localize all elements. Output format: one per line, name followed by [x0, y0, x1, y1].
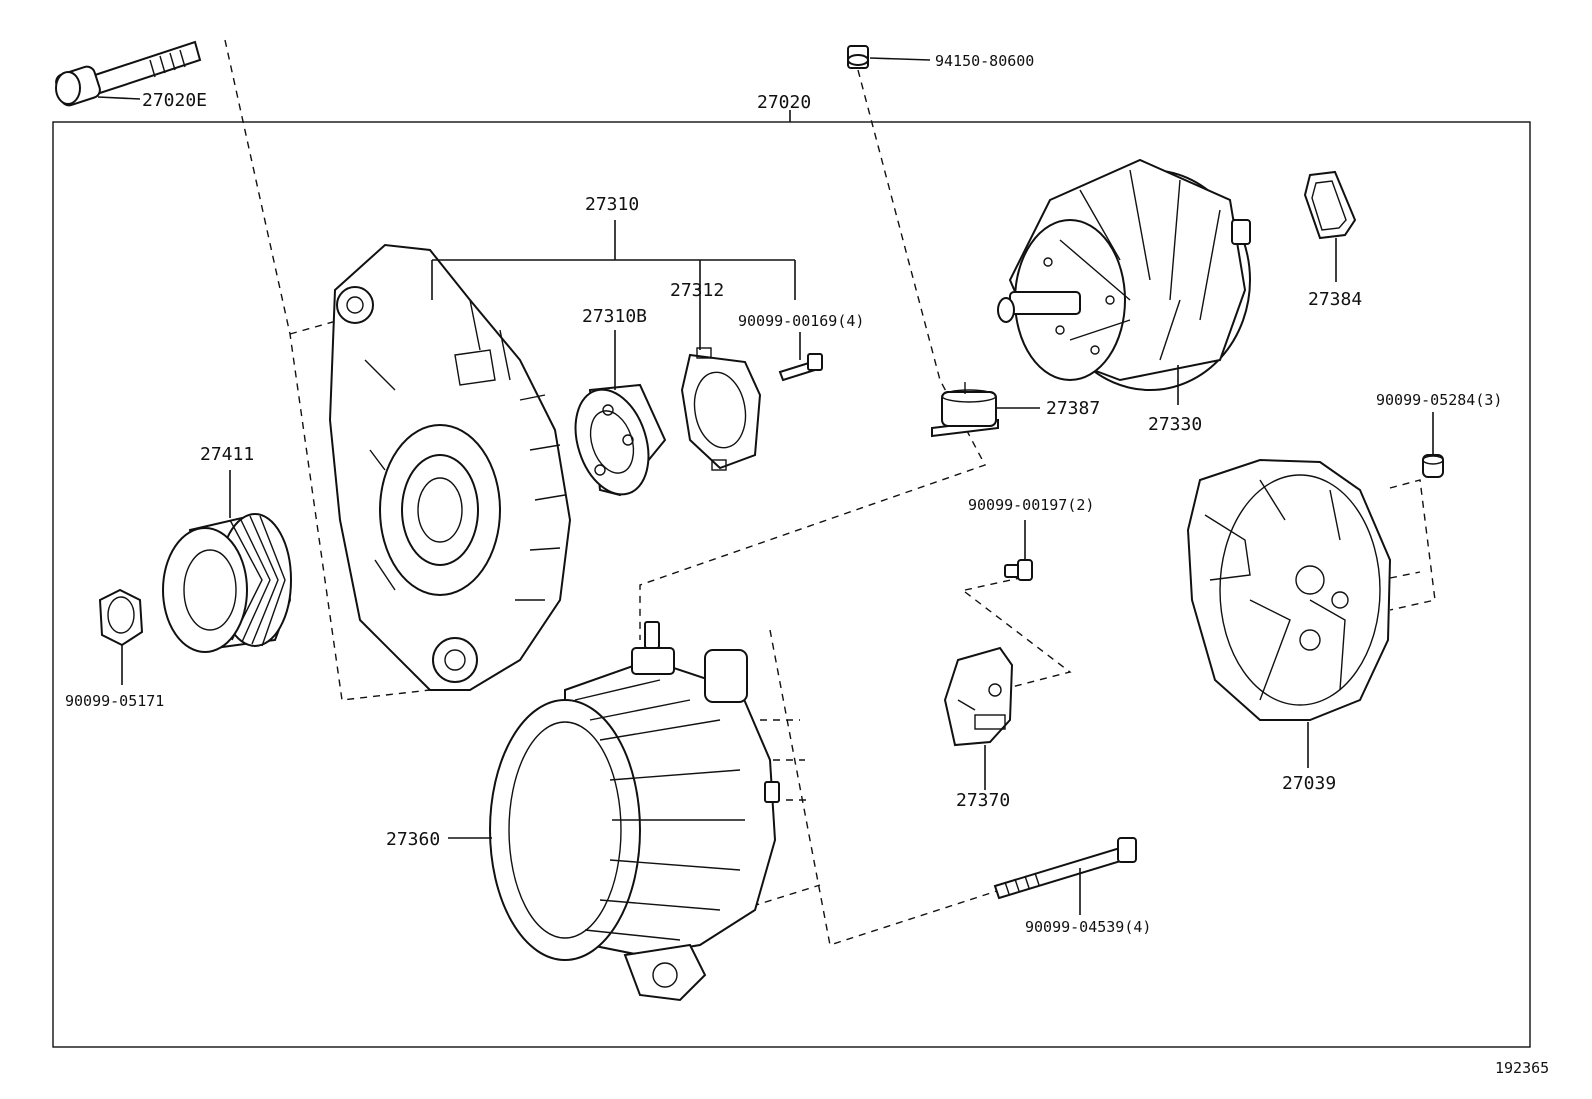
figure-number: 192365	[1495, 1059, 1549, 1077]
rear-cover-icon	[1186, 458, 1392, 721]
label-04539: 90099-04539(4)	[1025, 918, 1151, 936]
assembly-path-nut	[639, 69, 987, 640]
screw-00169-icon	[778, 353, 823, 382]
bearing-icon	[574, 383, 667, 497]
label-05171: 90099-05171	[65, 692, 164, 710]
leader-94150	[869, 57, 931, 61]
label-27312: 27312	[670, 280, 724, 301]
front-housing-icon	[328, 243, 572, 691]
assembly-path-stator	[739, 719, 821, 911]
screw-00197-icon	[1004, 559, 1033, 581]
rotor-icon	[997, 158, 1251, 391]
label-94150: 94150-80600	[935, 52, 1034, 70]
label-00169: 90099-00169(4)	[738, 312, 864, 330]
pulley-icon	[162, 513, 292, 653]
retainer-plate-icon	[680, 347, 762, 471]
leader-27020e	[97, 96, 141, 100]
label-27384: 27384	[1308, 289, 1362, 310]
assembly-path-through-bolt	[769, 629, 1001, 946]
pulley-nut-icon	[98, 588, 144, 647]
brush-holder-icon	[943, 646, 1014, 747]
label-27360: 27360	[386, 829, 440, 850]
assembly-path-bolt	[224, 39, 431, 701]
label-27387: 27387	[1046, 398, 1100, 419]
label-27370: 27370	[956, 790, 1010, 811]
seal-ring-icon	[1303, 170, 1357, 240]
insulator-icon	[931, 382, 999, 438]
assembly-path-housing	[289, 319, 341, 335]
label-27330: 27330	[1148, 414, 1202, 435]
label-27411: 27411	[200, 444, 254, 465]
label-27310: 27310	[585, 194, 639, 215]
stator-frame-icon	[489, 621, 780, 1002]
assembly-path-cover	[1389, 479, 1436, 611]
nut-94150-icon	[847, 45, 869, 69]
nut-05284-icon	[1422, 454, 1444, 478]
label-title: 27020	[757, 92, 811, 113]
label-00197: 90099-00197(2)	[968, 496, 1094, 514]
label-27020e: 27020E	[142, 90, 207, 111]
through-bolt-icon	[993, 837, 1137, 900]
assembly-path-brush	[964, 577, 1072, 691]
bolt-27020e-icon	[55, 40, 202, 107]
assembly-frame	[52, 121, 1531, 1048]
label-05284: 90099-05284(3)	[1376, 391, 1502, 409]
label-27310b: 27310B	[582, 306, 647, 327]
label-27039: 27039	[1282, 773, 1336, 794]
